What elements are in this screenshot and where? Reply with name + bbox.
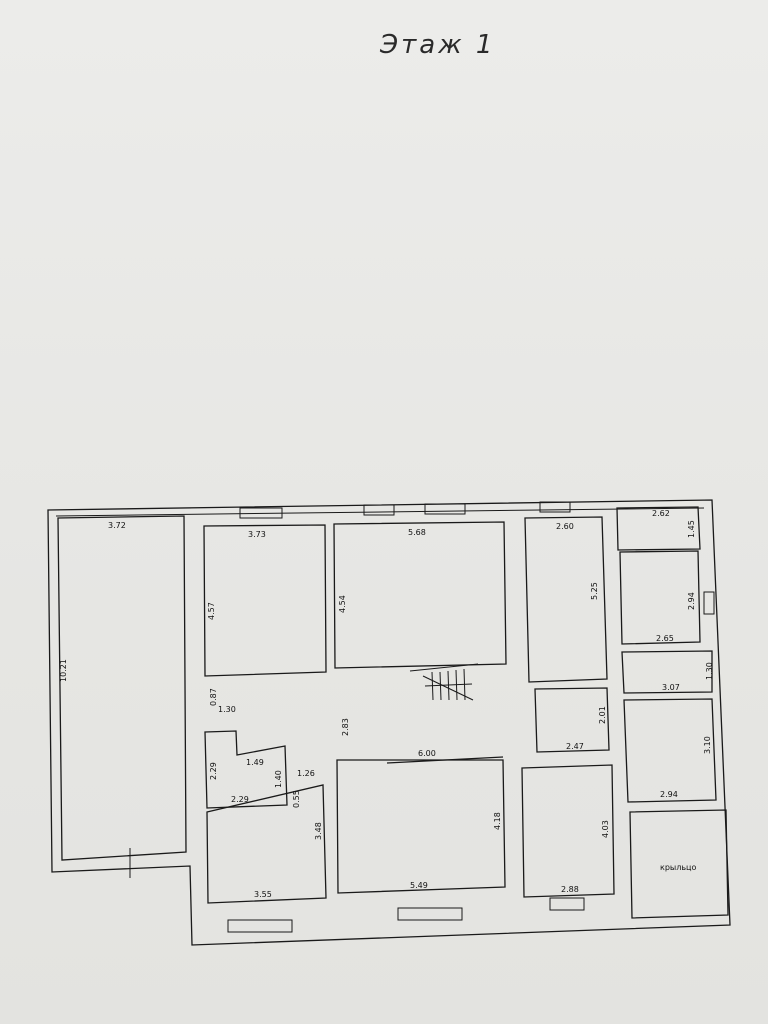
dim-r8-h: 3.10 [703,736,712,754]
dim-r9-f: 0.55 [292,790,301,808]
room-left-large [57,515,187,861]
room-12 [534,687,610,753]
dim-r9-c: 1.40 [274,770,283,788]
staircase [409,663,479,701]
dim-r1-h: 10.21 [59,659,68,682]
dim-r12-b: 2.47 [566,742,584,751]
room-7 [621,650,713,694]
dim-r6-h: 2.94 [687,592,696,610]
dim-corridor-a: 0.87 [209,688,218,706]
outer-wall [47,499,731,946]
dim-r1-w: 3.72 [108,521,126,530]
dim-corridor-c: 2.83 [341,718,350,736]
porch-label: крыльцо [660,863,697,872]
page-title: Этаж 1 [380,30,496,60]
dim-r13-h: 4.03 [601,820,610,838]
dim-r2-w: 3.73 [248,530,266,539]
dim-r11-b: 5.49 [410,881,428,890]
dim-r2-h: 4.57 [207,602,216,620]
room-3 [333,521,507,669]
dim-r9-a: 2.29 [209,762,218,780]
dim-r11-w: 6.00 [418,749,436,758]
room-8 [623,698,717,803]
dim-r11-h: 4.18 [493,812,502,830]
room-13 [521,764,615,898]
dim-r4-w: 2.60 [556,522,574,531]
dim-r9-e: 1.26 [297,769,315,778]
room-4 [524,516,608,683]
dim-r5-h: 1.45 [687,520,696,538]
porch [629,809,729,919]
dim-r6-w: 2.65 [656,634,674,643]
dim-r10-h: 3.48 [314,822,323,840]
room-10 [206,784,327,904]
dim-r3-h: 4.54 [338,595,347,613]
dim-corridor-b: 1.30 [218,705,236,714]
dim-r4-h: 5.25 [590,582,599,600]
dim-r3-w: 5.68 [408,528,426,537]
dim-r9-d: 2.29 [231,795,249,804]
dim-r5-w: 2.62 [652,509,670,518]
dim-r9-b: 1.49 [246,758,264,767]
dim-r7-w: 3.07 [662,683,680,692]
inner-outline [55,507,705,517]
room-2 [203,524,327,677]
dim-r7-h: 1.30 [705,662,714,680]
partition-6-00 [386,756,504,764]
dim-r13-w: 2.88 [561,885,579,894]
room-9 [204,730,288,809]
room-5 [616,506,701,551]
room-6 [619,550,701,645]
dim-r12-a: 2.01 [598,706,607,724]
dim-r8-w: 2.94 [660,790,678,799]
room-11 [336,759,506,894]
windows [227,501,715,933]
dim-r10-w: 3.55 [254,890,272,899]
